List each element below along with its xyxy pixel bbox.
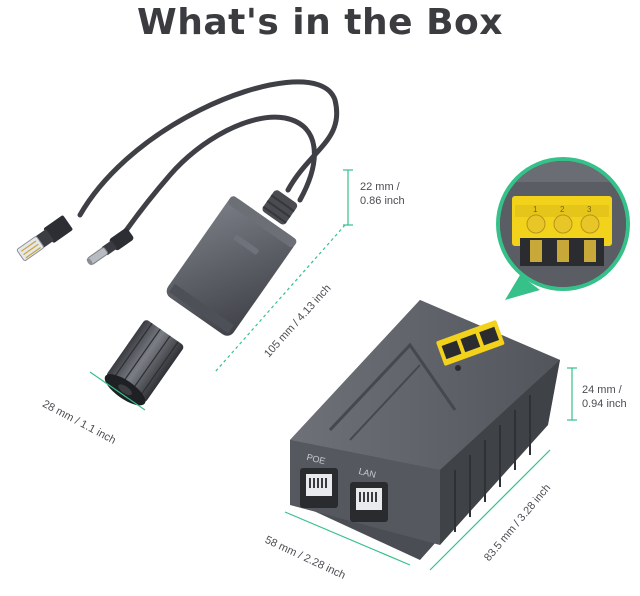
page-title: What's in the Box (136, 2, 503, 43)
splitter-tip-dimension-line1: 22 mm / (360, 181, 400, 193)
box-height-dimension-line2: 0.94 inch (582, 398, 627, 410)
poe-splitter-box (290, 300, 560, 560)
terminal-block (436, 320, 505, 366)
dc-barrel-plug-icon (86, 228, 134, 266)
cable-upper (77, 79, 340, 218)
cable-lower (122, 114, 317, 235)
terminal-number-2: 2 (560, 205, 565, 214)
lan-port (350, 482, 388, 522)
splitter-dimension-lines (89, 169, 353, 411)
terminal-number-1: 1 (533, 205, 538, 214)
box-height-dimension-line1: 24 mm / (582, 384, 622, 396)
terminal-number-3: 3 (587, 205, 592, 214)
splitter-tip-dimension-line2: 0.86 inch (360, 195, 405, 207)
poe-splitter-cable (16, 79, 340, 406)
terminal-zoom-bubble (496, 157, 630, 300)
poe-port (300, 468, 338, 508)
box-dimension-lines (284, 367, 577, 571)
ethernet-plug-icon (16, 215, 73, 261)
